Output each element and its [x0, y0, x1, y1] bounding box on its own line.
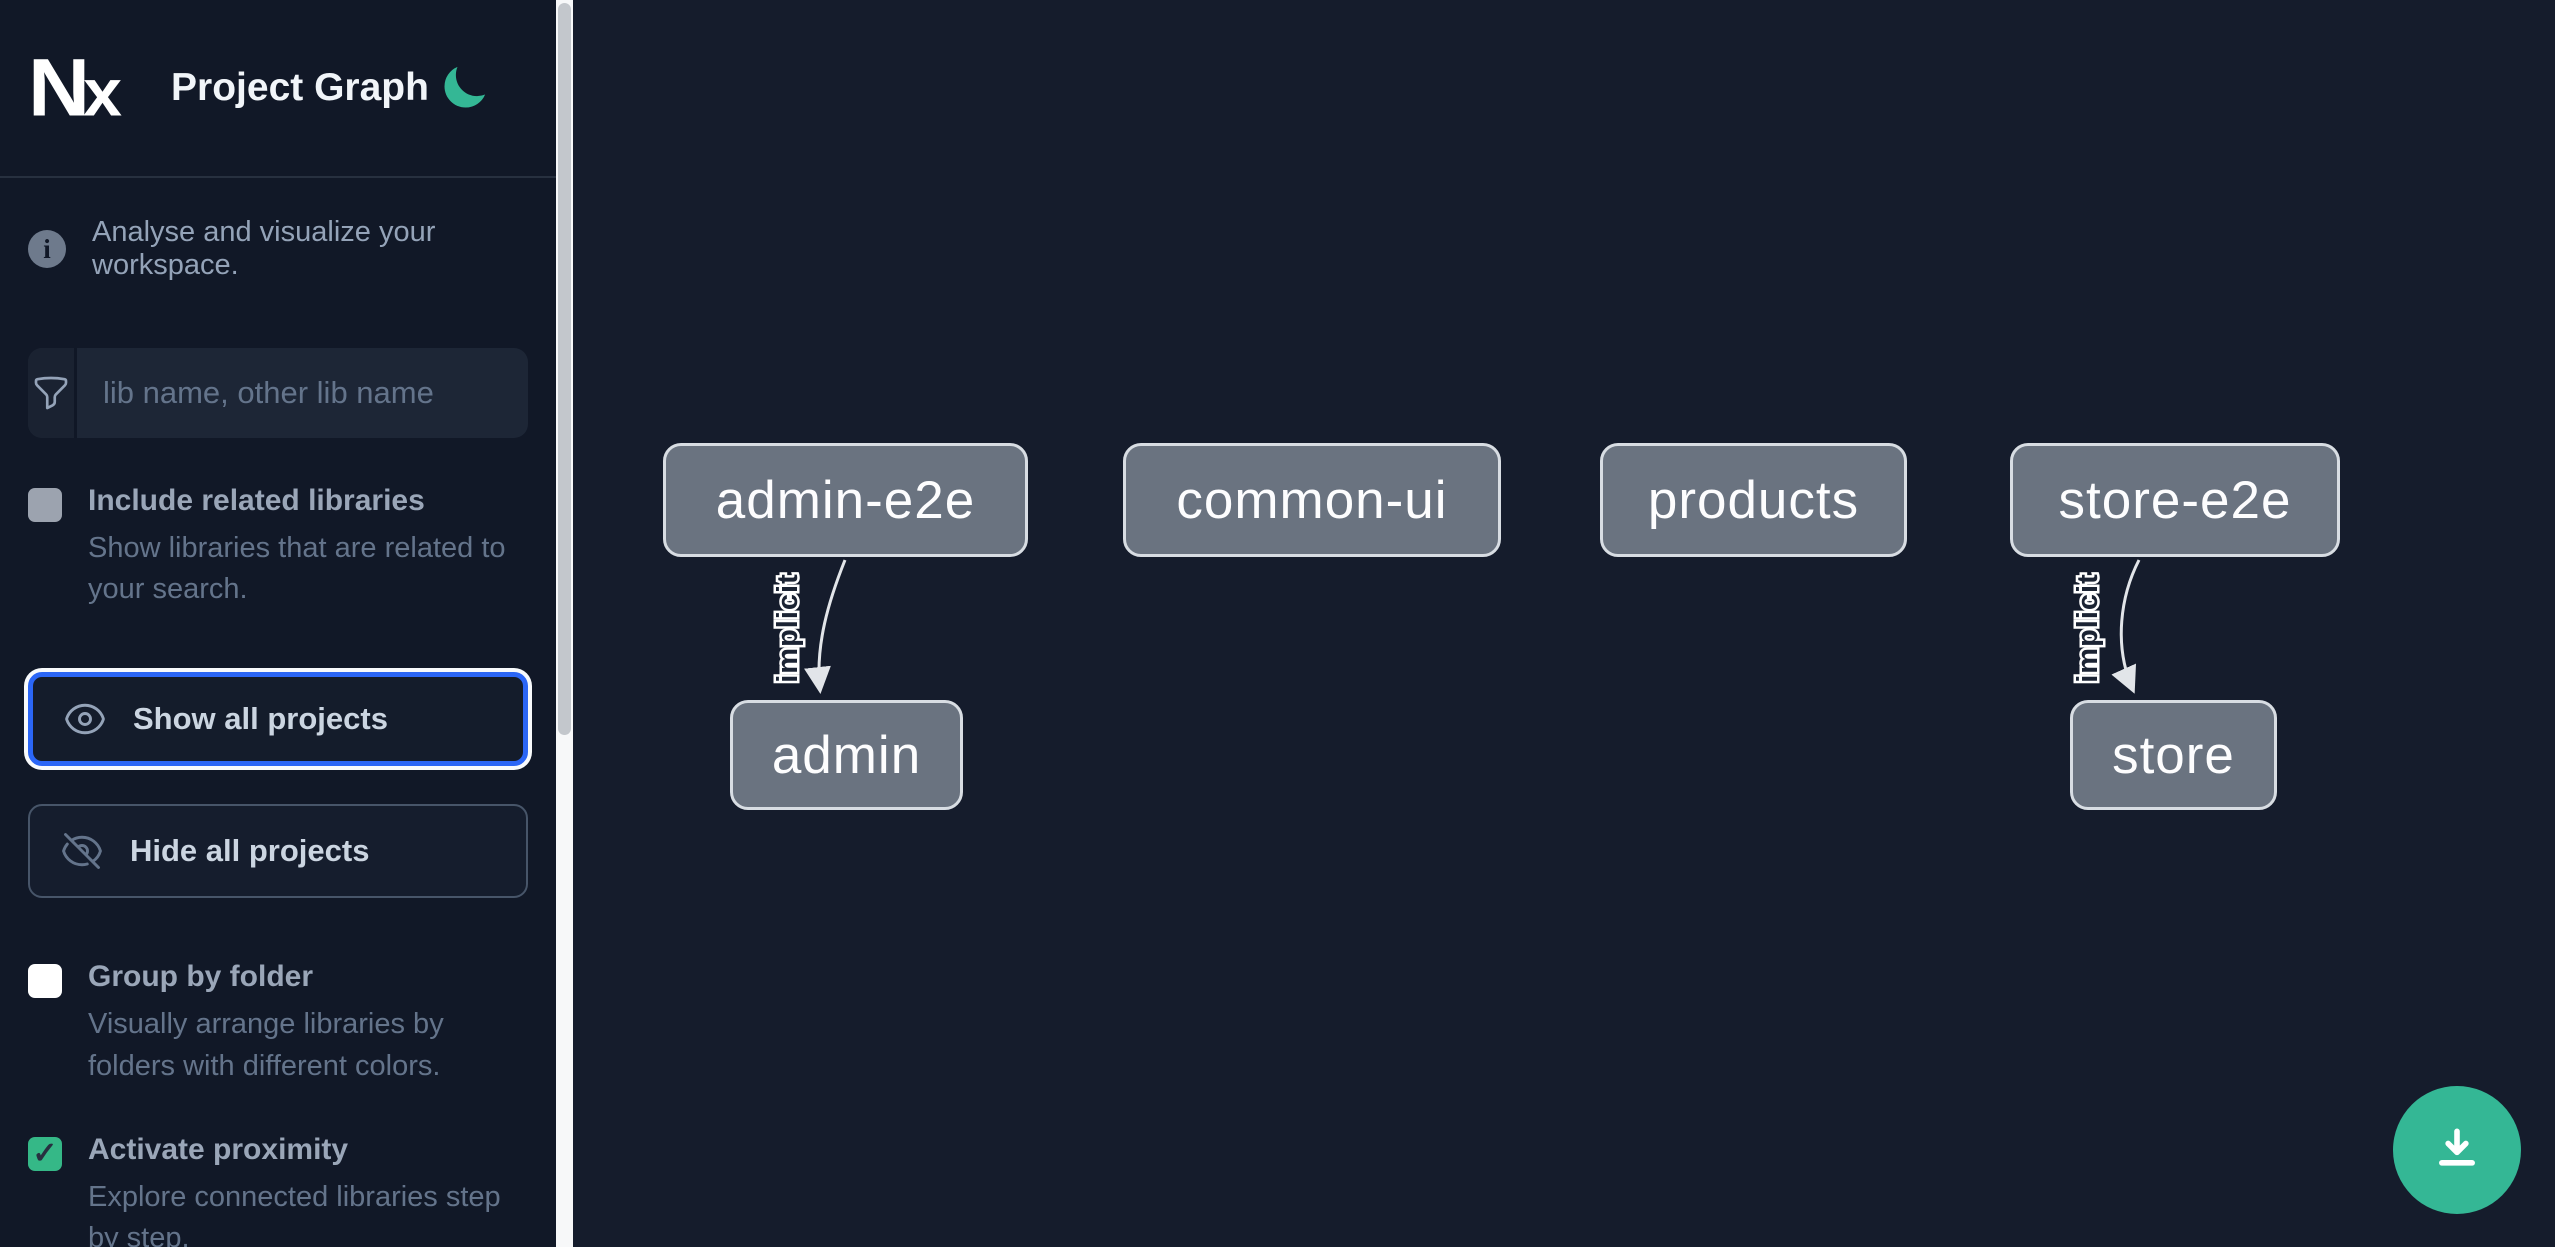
graph-node-products[interactable]: products: [1600, 443, 1907, 557]
page-title: Project Graph: [171, 66, 429, 109]
info-text: Analyse and visualize your workspace.: [92, 216, 436, 281]
activate-proximity-row: ✓ Activate proximity Explore connected l…: [28, 1133, 528, 1247]
graph-node-admin[interactable]: admin: [730, 700, 963, 810]
info-icon: i: [28, 230, 66, 268]
sidebar-content: i Analyse and visualize your workspace. …: [0, 216, 556, 1247]
group-by-folder-checkbox[interactable]: [28, 964, 62, 999]
hide-all-projects-button[interactable]: Hide all projects: [28, 804, 528, 899]
group-by-folder-description: Visually arrange libraries by folders wi…: [88, 1008, 444, 1082]
show-all-projects-button[interactable]: Show all projects: [28, 672, 528, 767]
include-related-label: Include related libraries: [88, 484, 425, 517]
sidebar-header: Nx Project Graph: [0, 0, 556, 178]
sidebar-scrollbar-thumb[interactable]: [558, 3, 571, 735]
activate-proximity-label: Activate proximity: [88, 1132, 349, 1166]
download-icon: [2439, 1128, 2475, 1166]
funnel-icon: [28, 348, 77, 438]
edge-label-implicit: implicit: [772, 573, 804, 683]
group-by-folder-row: Group by folder Visually arrange librari…: [28, 960, 528, 1086]
info-row: i Analyse and visualize your workspace.: [28, 216, 528, 282]
include-related-row: Include related libraries Show libraries…: [28, 484, 528, 610]
sidebar: Nx Project Graph i Analyse and visualize…: [0, 0, 573, 1247]
graph-node-common-ui[interactable]: common-ui: [1123, 443, 1501, 557]
graph-node-store[interactable]: store: [2070, 700, 2277, 810]
graph-canvas[interactable]: implicit implicit admin-e2e common-ui pr…: [573, 0, 2555, 1247]
nx-logo: Nx: [28, 42, 122, 134]
filter-input[interactable]: [77, 348, 528, 438]
activate-proximity-description: Explore connected libraries step by step…: [88, 1180, 501, 1247]
eye-icon: [65, 704, 105, 735]
download-graph-button[interactable]: [2393, 1086, 2521, 1214]
dark-mode-moon-icon[interactable]: [438, 62, 490, 114]
hide-all-projects-label: Hide all projects: [130, 833, 370, 869]
edge-label-implicit: implicit: [2072, 573, 2104, 683]
graph-node-store-e2e[interactable]: store-e2e: [2010, 443, 2340, 557]
graph-edges: implicit implicit: [770, 559, 2141, 695]
sidebar-scrollbar[interactable]: [556, 0, 573, 1247]
group-by-folder-label: Group by folder: [88, 960, 313, 994]
edge-admin-e2e-to-admin: [804, 559, 847, 695]
graph-node-admin-e2e[interactable]: admin-e2e: [663, 443, 1028, 557]
eye-slash-icon: [62, 833, 102, 870]
filter-box: [28, 348, 528, 438]
include-related-checkbox[interactable]: [28, 488, 62, 522]
show-all-projects-label: Show all projects: [133, 701, 388, 737]
activate-proximity-checkbox[interactable]: ✓: [28, 1136, 62, 1171]
edge-store-e2e-to-store: [2111, 559, 2141, 694]
include-related-description: Show libraries that are related to your …: [88, 532, 506, 606]
